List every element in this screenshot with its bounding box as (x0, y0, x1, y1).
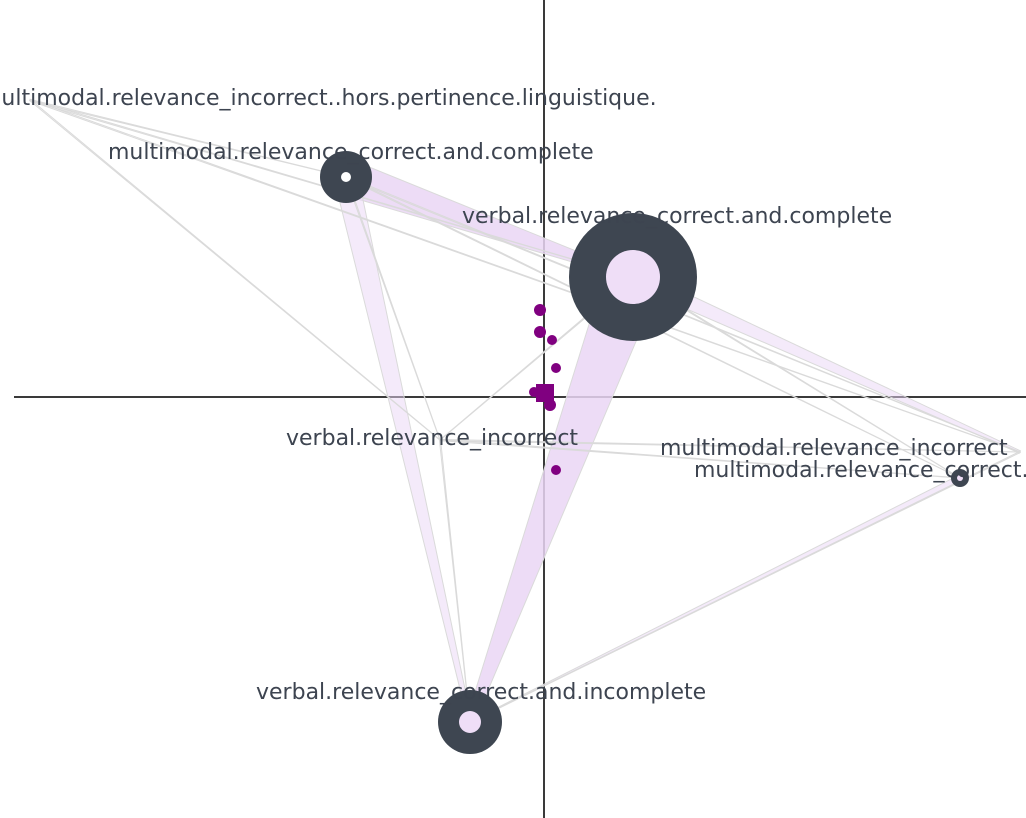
node-label-n2: verbal.relevance_correct.and.complete (462, 204, 892, 229)
node-n1-inner (341, 172, 351, 182)
node-n2-inner (606, 250, 660, 304)
node-label-n6: verbal.relevance_correct.and.incomplete (256, 680, 706, 705)
edges (28, 98, 1022, 725)
node-label-n0: multimodal.relevance_incorrect..hors.per… (0, 86, 657, 111)
points (529, 304, 561, 475)
node-label-n5: multimodal.relevance_correct.and.incompl… (694, 458, 1026, 483)
data-point (534, 326, 546, 338)
nodes (320, 151, 969, 754)
data-point (551, 363, 561, 373)
node-label-n1: multimodal.relevance_correct.and.complet… (108, 140, 594, 165)
node-n6-inner (459, 711, 481, 733)
node-labels: multimodal.relevance_incorrect..hors.per… (0, 86, 1026, 705)
axes (14, 0, 1026, 818)
data-point-square (536, 384, 554, 402)
node-label-n4: multimodal.relevance_incorrect (660, 436, 1008, 461)
node-n5-inner (957, 475, 963, 481)
node-label-n3: verbal.relevance_incorrect (286, 426, 578, 451)
data-point (534, 304, 546, 316)
data-point (551, 465, 561, 475)
data-point (547, 335, 557, 345)
